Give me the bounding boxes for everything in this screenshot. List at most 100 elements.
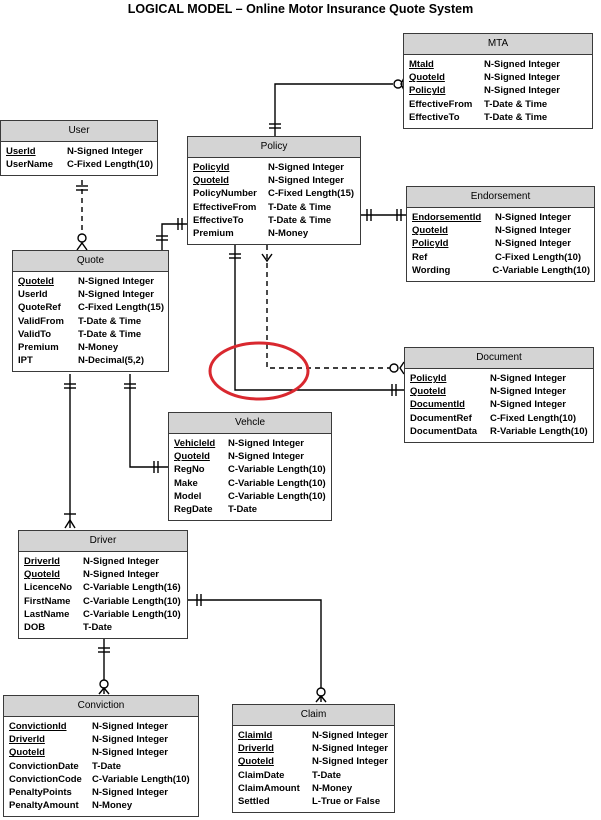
- attribute-type: N-Signed Integer: [490, 373, 567, 384]
- attribute-type: N-Signed Integer: [83, 556, 160, 567]
- highlight-circle: [208, 341, 310, 401]
- attribute-type: N-Signed Integer: [228, 438, 305, 449]
- attribute-type: N-Signed Integer: [268, 175, 345, 187]
- attribute-name: Ref: [412, 251, 428, 263]
- entity-header: Conviction: [4, 696, 198, 717]
- key-attribute-name: VehicleId: [174, 438, 216, 449]
- attribute-name: EffectiveTo: [193, 214, 244, 226]
- attribute-type: N-Signed Integer: [312, 730, 389, 741]
- attribute-name: DocumentData: [410, 425, 478, 437]
- attribute-type: T-Date: [228, 504, 258, 516]
- attribute-type: N-Signed Integer: [312, 743, 389, 755]
- attribute-name: ConvictionDate: [9, 760, 79, 772]
- key-attribute-name: PolicyId: [410, 373, 447, 384]
- attribute-name: ClaimAmount: [238, 782, 300, 794]
- key-attribute-name: MtaId: [409, 59, 434, 70]
- attribute-type: N-Signed Integer: [484, 85, 561, 97]
- attribute-type: C-Variable Length(10): [83, 595, 181, 607]
- attribute-type: N-Signed Integer: [484, 72, 561, 84]
- attribute-name: PenaltyPoints: [9, 787, 72, 799]
- attribute-type: T-Date: [92, 760, 122, 772]
- attribute-type: C-Fixed Length(15): [77, 302, 164, 314]
- attribute-type: N-Signed Integer: [495, 212, 572, 223]
- key-attribute-name: QuoteId: [24, 569, 60, 581]
- attribute-row: Ref C-Fixed Length(10): [412, 251, 590, 264]
- entity-header: Document: [405, 348, 593, 369]
- key-attribute-name: DriverId: [238, 743, 274, 755]
- attribute-name: EffectiveFrom: [193, 201, 257, 213]
- attribute-row: EndorsementId N-Signed Integer: [412, 211, 590, 224]
- attribute-type: N-Signed Integer: [92, 734, 169, 746]
- attribute-name: PenaltyAmount: [9, 800, 79, 812]
- attribute-row: VehicleId N-Signed Integer: [174, 437, 327, 450]
- rel-quote-vehicle: [129, 374, 168, 468]
- attribute-type: C-Variable Length(16): [83, 582, 181, 594]
- attribute-type: N-Signed Integer: [495, 238, 572, 250]
- attribute-row: QuoteRef C-Fixed Length(15): [18, 301, 164, 314]
- key-attribute-name: QuoteId: [18, 276, 54, 287]
- attribute-row: PolicyId N-Signed Integer: [409, 84, 588, 97]
- attribute-type: N-Signed Integer: [490, 399, 567, 411]
- attribute-type: T-Date & Time: [484, 111, 548, 123]
- attribute-type: N-Signed Integer: [268, 162, 345, 173]
- attribute-type: C-Variable Length(10): [92, 773, 190, 785]
- attribute-name: UserId: [18, 289, 48, 301]
- attribute-type: N-Signed Integer: [92, 747, 169, 759]
- attribute-row: RegDate T-Date: [174, 503, 327, 516]
- attribute-name: EffectiveFrom: [409, 98, 473, 110]
- attribute-type: N-Decimal(5,2): [78, 355, 144, 367]
- attribute-name: RegDate: [174, 504, 213, 516]
- attribute-type: C-Variable Length(10): [228, 464, 326, 476]
- entity-header: Vehcle: [169, 413, 331, 434]
- attribute-type: T-Date & Time: [484, 98, 548, 110]
- key-attribute-name: PolicyId: [409, 85, 446, 97]
- attribute-type: L-True or False: [312, 796, 381, 808]
- attribute-type: C-Fixed Length(15): [268, 188, 355, 200]
- rel-policy-document: [234, 245, 404, 391]
- rel-driver-claim: [188, 599, 322, 702]
- attribute-type: N-Money: [92, 800, 133, 812]
- attribute-type: N-Signed Integer: [67, 146, 144, 157]
- attribute-type: C-Variable Length(10): [83, 608, 181, 620]
- attribute-type: C-Fixed Length(10): [495, 251, 582, 263]
- attribute-name: QuoteRef: [18, 302, 61, 314]
- attribute-name: LicenceNo: [24, 582, 73, 594]
- attribute-row: PenaltyAmount N-Money: [9, 799, 194, 812]
- attribute-name: Settled: [238, 796, 270, 808]
- key-attribute-name: EndorsementId: [412, 212, 482, 223]
- rel-policy-document-dashed: [266, 245, 390, 369]
- attribute-name: PolicyNumber: [193, 188, 257, 200]
- attribute-type: T-Date & Time: [268, 201, 332, 213]
- attribute-type: C-Fixed Length(10): [66, 159, 153, 171]
- key-attribute-name: QuoteId: [409, 72, 445, 84]
- rel-quote-policy: [161, 223, 188, 250]
- attribute-name: Premium: [18, 342, 59, 354]
- attribute-name: Premium: [193, 228, 234, 240]
- attribute-row: QuoteId N-Signed Integer: [409, 71, 588, 84]
